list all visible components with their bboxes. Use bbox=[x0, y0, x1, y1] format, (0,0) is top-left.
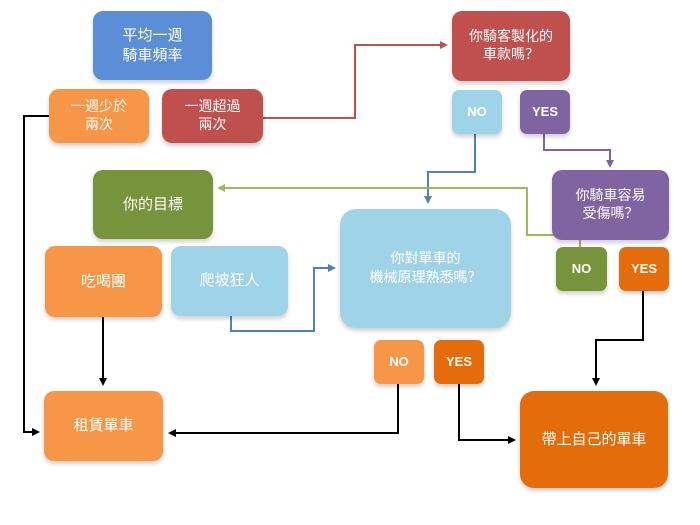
arrow-injured-yes-to-own bbox=[592, 290, 644, 386]
node-easily-injured-question: 你騎車容易 受傷嗎？ bbox=[552, 170, 669, 240]
node-foodie-group: 吃喝團 bbox=[45, 246, 162, 317]
node-injured-no: NO bbox=[556, 247, 607, 291]
node-more-than-twice: 一週超過 兩次 bbox=[162, 89, 263, 143]
node-custom-yes: YES bbox=[520, 90, 570, 134]
node-weekly-frequency: 平均一週 騎車頻率 bbox=[93, 11, 212, 80]
node-bring-own-bike: 帶上自己的單車 bbox=[520, 391, 668, 488]
arrow-less-than-twice-to-rent bbox=[23, 115, 49, 436]
arrow-custom-no-to-mechanics bbox=[424, 134, 476, 204]
arrow-climber-to-mechanics bbox=[230, 264, 336, 332]
node-rent-bike: 租賃單車 bbox=[44, 391, 163, 461]
node-mechanics-no: NO bbox=[374, 340, 424, 384]
arrow-custom-yes-to-injured bbox=[543, 134, 614, 168]
arrow-more-than-twice-to-custom-bike bbox=[263, 41, 448, 119]
node-mechanics-question: 你對單車的 機械原理熟悉嗎？ bbox=[340, 209, 511, 328]
arrow-mech-yes-to-own bbox=[458, 384, 516, 444]
node-custom-no: NO bbox=[452, 90, 502, 134]
node-mechanics-yes: YES bbox=[434, 340, 484, 384]
node-your-goal: 你的目標 bbox=[93, 170, 213, 239]
arrow-mech-no-to-rent bbox=[168, 384, 399, 437]
node-less-than-twice: 一週少於 兩次 bbox=[49, 89, 149, 143]
node-custom-bike-question: 你騎客製化的 車款嗎？ bbox=[452, 11, 570, 81]
node-climber: 爬坡狂人 bbox=[171, 246, 288, 316]
node-injured-yes: YES bbox=[619, 247, 669, 291]
